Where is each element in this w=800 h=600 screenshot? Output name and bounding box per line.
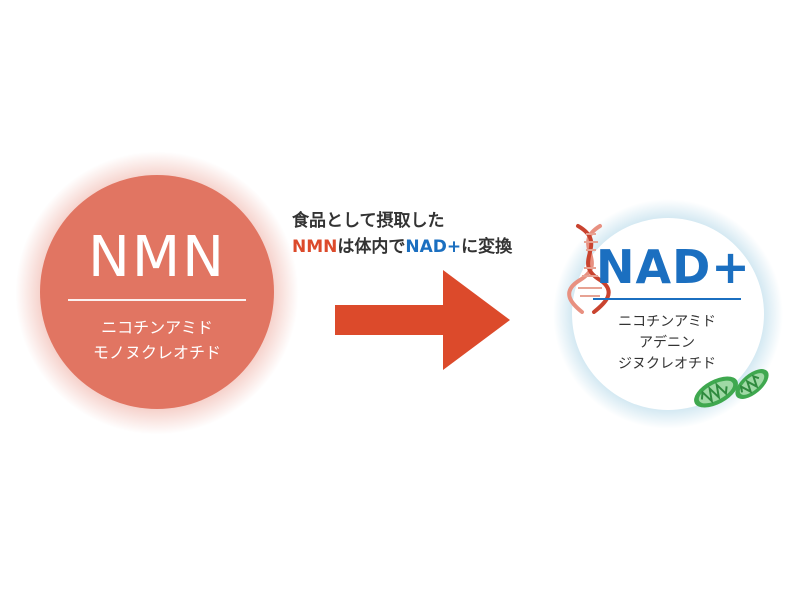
nad-title: NAD+: [596, 240, 751, 294]
caption-line1: 食品として摂取した: [292, 211, 445, 231]
nad-subtitle: ニコチンアミド アデニン ジヌクレオチド: [594, 312, 740, 375]
nmn-subtitle: ニコチンアミド モノヌクレオチド: [40, 315, 274, 365]
caption-text-mid: は体内で: [337, 237, 406, 257]
nmn-divider: [68, 299, 246, 301]
caption-nad: NAD+: [405, 237, 462, 257]
nad-subtitle-line2: アデニン: [639, 335, 695, 351]
nmn-subtitle-line2: モノヌクレオチド: [92, 343, 221, 362]
dna-icon: [567, 224, 611, 314]
nad-subtitle-line1: ニコチンアミド: [618, 314, 716, 330]
nmn-title: NMN: [87, 225, 227, 290]
nmn-subtitle-line1: ニコチンアミド: [101, 318, 213, 337]
nad-divider: [593, 298, 741, 300]
nmn-circle: NMN ニコチンアミド モノヌクレオチド: [40, 175, 274, 409]
right-arrow-icon: [335, 270, 510, 370]
mitochondria-icon: [694, 369, 769, 408]
conversion-caption: 食品として摂取した NMNは体内でNAD+に変換: [292, 208, 512, 260]
caption-nmn: NMN: [292, 237, 338, 257]
nad-subtitle-line3: ジヌクレオチド: [618, 356, 716, 372]
caption-text-end: に変換: [461, 237, 513, 257]
caption-line2: NMNは体内でNAD+に変換: [292, 234, 512, 260]
